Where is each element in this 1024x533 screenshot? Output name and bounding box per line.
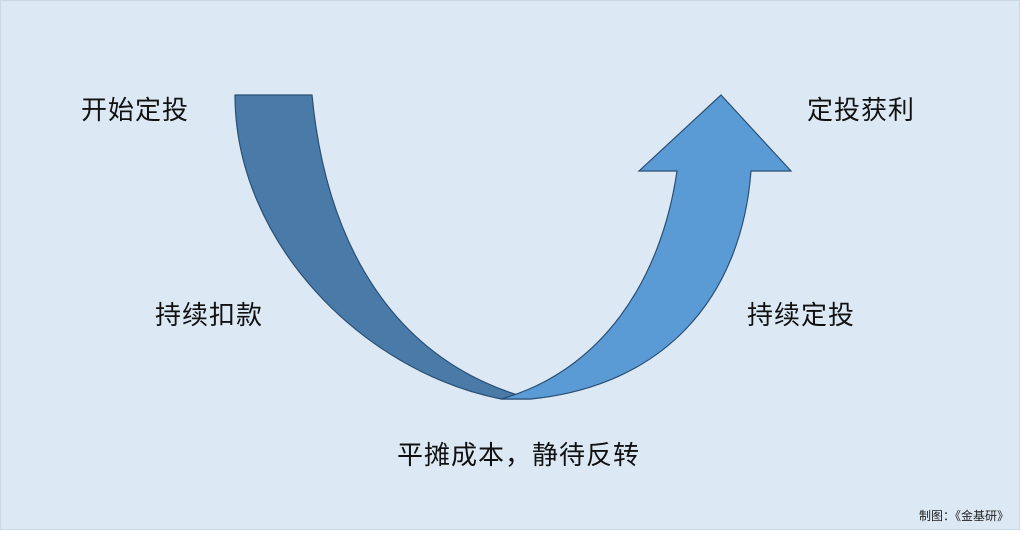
average-cost-label: 平摊成本，静待反转 <box>397 441 641 471</box>
descending-arrow-segment <box>234 94 532 400</box>
start-investing-label: 开始定投 <box>81 96 190 126</box>
chart-credit: 制图：《金基研》 <box>918 509 1009 523</box>
ascending-arrow-segment <box>500 94 793 400</box>
continue-investing-label: 持续定投 <box>747 301 856 331</box>
continuous-deduction-label: 持续扣款 <box>155 301 264 331</box>
investment-profit-label: 定投获利 <box>807 96 916 126</box>
